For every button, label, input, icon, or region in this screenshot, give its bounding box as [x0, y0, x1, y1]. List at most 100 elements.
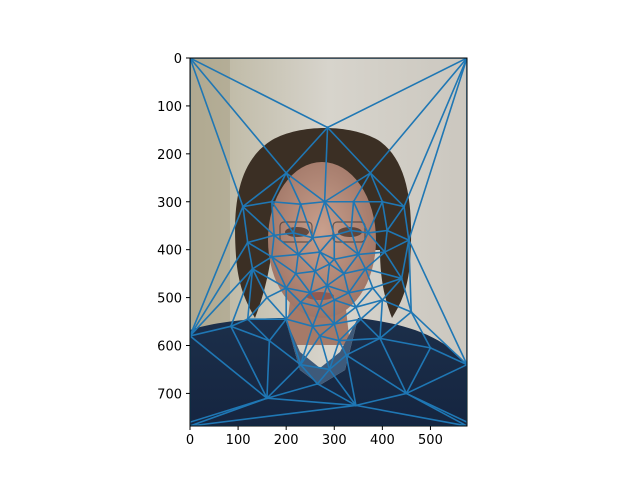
- landmark-point: [284, 171, 288, 175]
- triangle-edge: [345, 337, 381, 356]
- triangle-edge: [271, 253, 299, 258]
- y-tick-label: 600: [157, 340, 182, 355]
- triangle-edge: [326, 284, 349, 294]
- triangle-edge: [365, 268, 402, 280]
- triangle-edge: [309, 292, 321, 308]
- landmark-point: [385, 229, 389, 232]
- landmark-point: [270, 255, 273, 259]
- triangle-edge: [319, 285, 328, 308]
- triangle-edge: [334, 299, 357, 308]
- landmark-point: [284, 286, 288, 290]
- landmark-point: [265, 296, 269, 299]
- triangle-edge: [271, 256, 297, 275]
- triangle-edge: [348, 268, 367, 294]
- triangle-edge: [355, 392, 407, 407]
- triangle-edge: [266, 364, 302, 399]
- landmark-point: [378, 337, 382, 340]
- triangle-edge: [319, 335, 340, 342]
- triangle-edge: [285, 273, 297, 289]
- triangle-edge: [328, 340, 340, 370]
- landmark-point: [337, 339, 341, 342]
- triangle-edge: [355, 404, 467, 426]
- triangle-edge: [285, 287, 302, 303]
- triangle-edge: [381, 277, 403, 301]
- triangle-edge: [285, 301, 302, 320]
- landmark-point: [297, 253, 300, 256]
- triangle-edge: [386, 206, 405, 231]
- triangle-edge: [317, 383, 357, 407]
- triangle-edge: [324, 172, 371, 203]
- triangle-edge: [190, 206, 244, 337]
- triangle-edge: [403, 206, 410, 241]
- triangle-edge: [355, 287, 374, 308]
- triangle-edge: [379, 299, 384, 339]
- triangle-edge: [270, 235, 275, 257]
- landmark-point: [359, 317, 362, 321]
- triangle-edge: [314, 263, 330, 272]
- landmark-point: [410, 310, 413, 314]
- triangle-edge: [295, 254, 299, 274]
- triangle-edge: [382, 299, 412, 313]
- face-photo: [190, 58, 467, 426]
- x-tick-label: 0: [186, 433, 194, 448]
- triangle-edge: [286, 287, 311, 294]
- triangle-edge: [345, 354, 357, 406]
- triangle-edge: [326, 285, 335, 301]
- triangle-edge: [293, 232, 313, 239]
- landmark-point: [357, 253, 360, 256]
- landmark-point: [352, 200, 355, 203]
- triangle-edge: [343, 268, 366, 275]
- landmark-point: [354, 404, 358, 407]
- triangle-edge: [271, 201, 295, 234]
- landmark-point: [265, 397, 269, 400]
- triangle-edge: [247, 234, 275, 244]
- triangle-edge: [334, 229, 352, 237]
- triangle-edge: [295, 273, 311, 294]
- triangle-edge: [190, 335, 268, 399]
- landmark-point: [318, 305, 322, 309]
- triangle-edge: [357, 232, 369, 255]
- triangle-edge: [408, 58, 467, 241]
- triangle-edge: [311, 306, 321, 327]
- landmark-point: [381, 200, 384, 203]
- landmark-point: [407, 238, 411, 242]
- triangle-edge: [274, 232, 294, 237]
- landmark-point: [325, 284, 329, 287]
- landmark-point: [328, 368, 331, 371]
- triangle-edge: [372, 287, 383, 301]
- triangle-edge: [292, 232, 299, 255]
- x-tick-label: 200: [274, 433, 299, 448]
- triangle-edge: [190, 242, 249, 337]
- triangle-edge: [242, 205, 275, 236]
- x-tick-label: 400: [370, 433, 395, 448]
- plot-frame: [189, 57, 468, 427]
- landmark-point: [369, 171, 372, 175]
- triangle-edge: [190, 58, 244, 207]
- landmark-point: [313, 270, 317, 273]
- triangle-edge: [242, 206, 249, 243]
- triangle-edge: [379, 311, 412, 339]
- triangle-edge: [329, 263, 345, 275]
- triangle-edge: [367, 232, 386, 253]
- triangle-edge: [316, 368, 331, 385]
- triangle-edge: [314, 270, 328, 287]
- landmark-point: [299, 301, 302, 304]
- y-tick-label: 500: [157, 292, 182, 307]
- triangle-edge: [326, 272, 345, 287]
- triangle-edge: [299, 203, 314, 238]
- landmark-point: [405, 392, 408, 395]
- triangle-edge: [339, 337, 381, 342]
- triangle-edge: [338, 318, 362, 342]
- triangle-edge: [410, 311, 432, 349]
- landmark-point: [323, 200, 326, 203]
- triangle-edge: [348, 287, 373, 294]
- triangle-edge: [343, 273, 350, 293]
- triangle-edge: [300, 363, 330, 371]
- landmark-point: [333, 258, 336, 261]
- y-tick-label: 0: [174, 52, 182, 67]
- triangle-edge: [312, 234, 335, 239]
- landmark-point: [429, 346, 432, 350]
- triangle-edge: [273, 234, 299, 256]
- triangle-edge: [246, 242, 254, 269]
